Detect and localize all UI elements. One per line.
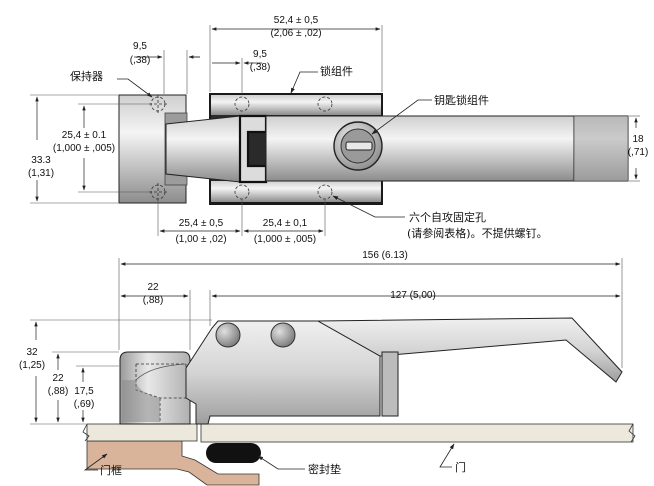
- label-gasket: 密封垫: [308, 462, 341, 476]
- top-view: [118, 93, 629, 205]
- label-keeper: 保持器: [70, 69, 103, 83]
- label-key-lock-assembly: 钥匙锁组件: [434, 93, 489, 107]
- dim-handle-height: 18: [632, 134, 644, 145]
- side-latch-body: [185, 320, 381, 425]
- latch-arm: [165, 115, 241, 183]
- label-holes-line1: 六个自攻固定孔: [409, 210, 486, 224]
- side-dimensions: 156 (6.13) 22 (,88) 127 (5,00) 32 (1,25)…: [19, 250, 623, 477]
- frame-panel: [86, 423, 198, 442]
- dim-height-in: (1,31): [28, 168, 54, 179]
- dim-total-length: 156 (6.13): [362, 250, 408, 261]
- top-dimensions: 52,4 ± 0,5 (2,06 ± ,02) 9,5 (,38) 9,5 (,…: [28, 15, 648, 245]
- lock-base-top-strip: [211, 95, 381, 115]
- dim-lock-width-in: (,38): [250, 62, 271, 73]
- dim-keeper-holes: 25,4 ± 0.1: [62, 130, 107, 141]
- dim-handle-height-in: (,71): [628, 147, 649, 158]
- dim-height: 33.3: [31, 155, 51, 166]
- side-handle-grip: [381, 351, 399, 417]
- dim-keeper-length: 22: [147, 282, 159, 293]
- dim-bottom-a: 25,4 ± 0,5: [179, 218, 224, 229]
- dim-keeper-width-in: (,38): [130, 55, 151, 66]
- gasket: [206, 443, 261, 463]
- side-view: [82, 317, 636, 486]
- dim-keeper-height: 22: [52, 373, 64, 384]
- base-hole: [234, 96, 250, 112]
- dim-bottom-a-in: (1,00 ± ,02): [175, 234, 226, 245]
- label-lock-assembly: 锁组件: [320, 64, 353, 78]
- base-hole: [317, 96, 333, 112]
- label-door-frame: 门框: [100, 463, 122, 477]
- label-door: 门: [455, 460, 466, 474]
- lock-handle: [265, 115, 629, 182]
- lock-base-bottom-strip: [211, 181, 381, 202]
- side-handle: [316, 317, 623, 383]
- dim-keeper-width: 9,5: [133, 41, 147, 52]
- label-holes-line2: (请参阅表格)。不提供螺钉。: [407, 226, 548, 240]
- dim-overall-inch: (2,06 ± ,02): [270, 28, 321, 39]
- rivet: [215, 322, 241, 348]
- dim-lip-height: 17,5: [74, 386, 94, 397]
- dim-bottom-b-in: (1,000 ± ,005): [254, 234, 316, 245]
- dim-keeper-height-in: (,88): [48, 386, 69, 397]
- dim-side-height-in: (1,25): [19, 360, 45, 371]
- dim-keeper-holes-in: (1,000 ± ,005): [53, 143, 115, 154]
- dim-overall-main: 52,4 ± 0,5: [274, 15, 319, 26]
- dim-keeper-length-in: (,88): [143, 295, 164, 306]
- door-frame: [86, 440, 260, 486]
- rivet: [270, 322, 296, 348]
- dim-bottom-b: 25,4 ± 0,1: [263, 218, 308, 229]
- key-slot: [345, 141, 373, 151]
- dim-lip-height-in: (,69): [74, 399, 95, 410]
- dim-side-height: 32: [26, 347, 38, 358]
- dim-handle-length: 127 (5,00): [390, 290, 436, 301]
- door-panel: [200, 423, 634, 443]
- dim-lock-width: 9,5: [253, 49, 267, 60]
